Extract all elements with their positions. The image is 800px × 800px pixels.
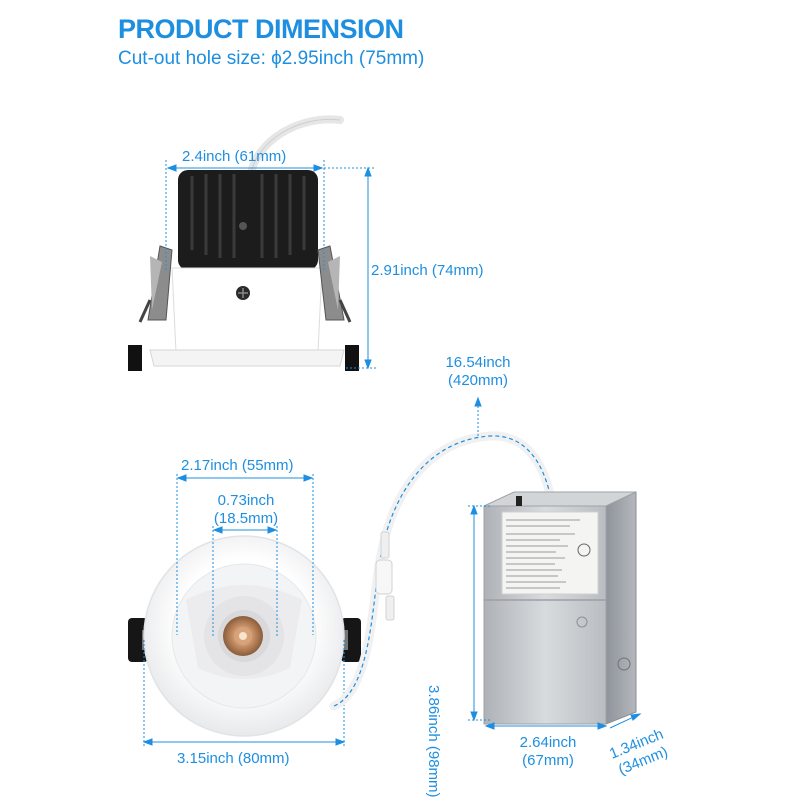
side-view-light bbox=[128, 115, 359, 371]
cutout-size-text: Cut-out hole size: ϕ2.95inch (75mm) bbox=[118, 48, 425, 69]
box-dimension-lines bbox=[468, 504, 642, 730]
lens-width-inch: 0.73inch bbox=[217, 492, 275, 509]
junction-box bbox=[483, 491, 637, 725]
front-outer-width-label: 3.15inch (80mm) bbox=[177, 750, 290, 767]
cable-length-label: 16.54inch (420mm) bbox=[438, 354, 518, 390]
page-title: PRODUCT DIMENSION bbox=[118, 14, 404, 44]
side-height-label: 2.91inch (74mm) bbox=[371, 262, 484, 279]
front-inner-width-label: 2.17inch (55mm) bbox=[181, 457, 294, 474]
lens-width-label: 0.73inch (18.5mm) bbox=[206, 492, 286, 528]
box-height-label: 3.86inch (98mm) bbox=[425, 685, 442, 798]
side-dimension-lines bbox=[165, 160, 376, 370]
cable-dimension-lines bbox=[474, 396, 482, 436]
cable-length-inch: 16.54inch bbox=[445, 354, 511, 371]
cable bbox=[329, 431, 557, 711]
front-view-light bbox=[128, 535, 361, 737]
box-width-label: 2.64inch (67mm) bbox=[508, 734, 588, 770]
lens-width-mm: (18.5mm) bbox=[213, 510, 279, 527]
cable-length-mm: (420mm) bbox=[447, 372, 508, 389]
box-width-mm: (67mm) bbox=[522, 752, 574, 769]
box-width-inch: 2.64inch bbox=[519, 734, 577, 751]
side-width-label: 2.4inch (61mm) bbox=[182, 148, 287, 165]
